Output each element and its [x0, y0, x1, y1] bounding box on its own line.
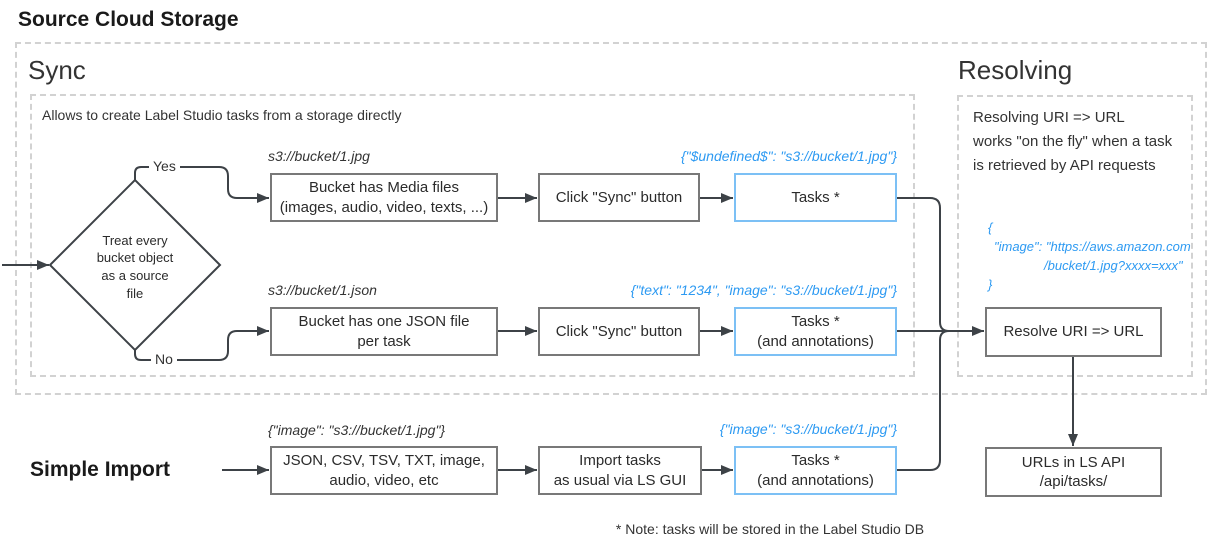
- page-title: Source Cloud Storage: [18, 8, 239, 31]
- row2-bucket-json-box: Bucket has one JSON file per task: [270, 307, 498, 356]
- code-line-2: "image": "https://aws.amazon.com: [994, 239, 1191, 254]
- row1-click-sync-box: Click "Sync" button: [538, 173, 700, 222]
- sync-content-region: [30, 94, 915, 377]
- resolving-description: Resolving URI => URL works "on the fly" …: [973, 109, 1173, 174]
- code-line-4: }: [988, 277, 993, 292]
- row1-bucket-media-box: Bucket has Media files (images, audio, v…: [270, 173, 498, 222]
- note-text: * Note: tasks will be stored in the Labe…: [615, 521, 925, 537]
- simple-import-heading: Simple Import: [30, 458, 171, 481]
- row1-tasks-box: Tasks *: [734, 173, 897, 222]
- source-cloud-storage-region: [15, 42, 1207, 395]
- resolving-code-snippet: { "image": "https://aws.amazon.com /buck…: [988, 218, 1191, 294]
- resolving-content-region: [957, 95, 1193, 377]
- resolve-uri-box: Resolve URI => URL: [985, 307, 1162, 357]
- row2-json-label: {"text": "1234", "image": "s3://bucket/1…: [630, 282, 897, 298]
- code-line-1: {: [988, 220, 993, 235]
- simple-import-uri-label: {"image": "s3://bucket/1.jpg"}: [268, 422, 446, 438]
- sync-heading: Sync: [28, 55, 86, 85]
- row2-uri-label: s3://bucket/1.json: [268, 282, 377, 298]
- code-line-3: /bucket/1.jpg?xxxx=xxx": [1044, 258, 1183, 273]
- simple-import-json-label: {"image": "s3://bucket/1.jpg"}: [719, 421, 897, 437]
- yes-label: Yes: [149, 158, 180, 174]
- resolving-heading: Resolving: [958, 55, 1073, 85]
- no-label: No: [151, 351, 177, 367]
- decision-diamond: [48, 178, 222, 352]
- simple-import-tasks-box: Tasks * (and annotations): [734, 446, 897, 495]
- simple-import-gui-box: Import tasks as usual via LS GUI: [538, 446, 702, 495]
- urls-in-ls-api-box: URLs in LS API /api/tasks/: [985, 447, 1162, 497]
- row2-click-sync-box: Click "Sync" button: [538, 307, 700, 356]
- row1-uri-label: s3://bucket/1.jpg: [268, 148, 370, 164]
- diamond-label: Treat every bucket object as a source fi…: [96, 232, 174, 301]
- row1-json-label: {"$undefined$": "s3://bucket/1.jpg"}: [680, 148, 897, 164]
- sync-description: Allows to create Label Studio tasks from…: [42, 107, 402, 123]
- row2-tasks-box: Tasks * (and annotations): [734, 307, 897, 356]
- simple-import-formats-box: JSON, CSV, TSV, TXT, image, audio, video…: [270, 446, 498, 495]
